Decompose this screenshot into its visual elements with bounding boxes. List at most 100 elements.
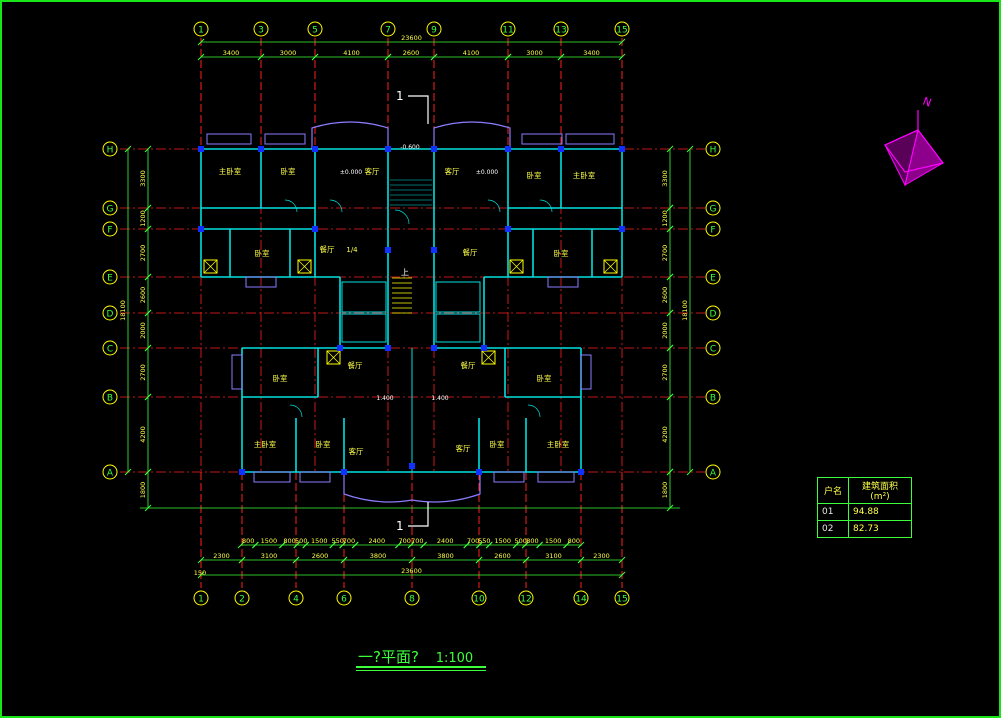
dimension-tick [420,541,427,549]
grid-bubble-bottom-circle [404,590,420,606]
dimension-label: 700 [343,537,355,545]
grid-bubble-bottom-label: 10 [473,595,485,605]
grid-bubble-top-circle [307,21,323,37]
column-square [385,146,391,152]
room-label: 餐厅 [320,245,335,254]
room-outline [435,281,481,313]
dimension-tick [124,145,132,153]
column-square [505,226,511,232]
column-square [258,146,264,152]
dimension-tick [686,468,694,476]
dimension-tick [144,309,152,317]
dimension-label: 2000 [661,322,669,339]
grid-bubble-left-circle [102,340,118,356]
grid-bubble-top-label: 11 [502,26,513,36]
legend-unit-area: 82.73 [848,520,912,538]
dimension-tick [408,556,416,564]
north-arrow-fill [884,129,919,187]
dimension-tick [563,541,570,549]
legend-unit-name: 02 [817,520,849,538]
grid-bubble-left-circle [102,141,118,157]
column-square [341,469,347,475]
dimension-tick [257,53,265,61]
dimension-label: 800 [526,537,538,545]
dimension-tick [666,393,674,401]
grid-bubble-left-label: H [107,146,114,156]
dimension-tick [666,344,674,352]
room-outline [435,313,481,343]
dimension-label: 1500 [311,537,328,545]
grid-bubble-right-circle [705,200,721,216]
grid-bubble-top-label: 13 [555,26,566,36]
dimension-label: 1800 [661,482,669,499]
dimension-label: 4200 [661,426,669,443]
dimension-label: 3000 [280,49,297,57]
room-label: 餐厅 [461,361,476,370]
shaft-box [297,259,312,274]
dimension-tick [686,145,694,153]
dimension-tick [124,468,132,476]
legend-row: 02 82.73 [817,520,912,538]
dimension-label: 2700 [139,245,147,262]
dimension-tick [618,38,626,46]
room-label: 主卧室 [219,166,242,176]
dimension-tick [384,53,392,61]
dimension-label: 2700 [661,364,669,381]
grid-bubble-bottom-circle [518,590,534,606]
shaft-box [509,259,524,274]
grid-bubble-left-circle [102,464,118,480]
legend-unit-area: 94.88 [848,503,912,521]
dimension-tick [521,541,529,549]
dimension-label: 4100 [343,49,360,57]
grid-bubble-top-label: 9 [431,26,437,36]
dimension-label: 500 [295,537,307,545]
room-label: 客厅 [456,443,471,453]
dimension-tick [292,556,300,564]
dimension-tick [504,53,512,61]
dimension-label: 2600 [312,552,329,560]
structural-columns [198,146,625,475]
grid-bubble-top-circle [380,21,396,37]
dimension-label: 700 [398,537,410,545]
legend-row: 01 94.88 [817,503,912,521]
grid-bubble-right-circle [705,464,721,480]
dimension-label: 3800 [370,552,387,560]
shaft-cross [509,259,524,274]
grid-bubble-bottom-circle [288,590,304,606]
dimension-tick [512,541,520,549]
column-square [312,226,318,232]
dimension-label: 800 [568,537,580,545]
dimension-tick [557,53,565,61]
column-square [409,463,415,469]
room-label: 卧室 [554,248,569,258]
section-mark-label: 1 [396,519,404,533]
grid-bubble-bottom-label: 12 [520,595,531,605]
column-square [431,146,437,152]
bay-window [311,121,389,149]
title-underline [356,666,486,668]
column-square [239,469,245,475]
column-square [505,146,511,152]
window-frame [580,354,592,390]
level-mark: 1.400 [431,395,448,402]
dimension-tick [252,541,259,549]
dimension-label: 800 [283,537,295,545]
dimension-label: 550 [478,537,490,545]
dimension-label: 4100 [463,49,480,57]
column-square [578,469,584,475]
dimension-label: 3000 [526,49,543,57]
legend-header-name: 户名 [817,477,849,504]
grid-bubble-right-label: C [710,345,716,355]
column-square [385,247,391,253]
shaft-cross [203,259,218,274]
grid-bubble-bottom-label: 2 [239,595,245,605]
shaft-box [326,350,341,365]
column-square [431,247,437,253]
dimension-tick [476,541,483,549]
window-frame [493,471,525,483]
dimension-tick [666,468,674,476]
window-frame [206,133,252,145]
